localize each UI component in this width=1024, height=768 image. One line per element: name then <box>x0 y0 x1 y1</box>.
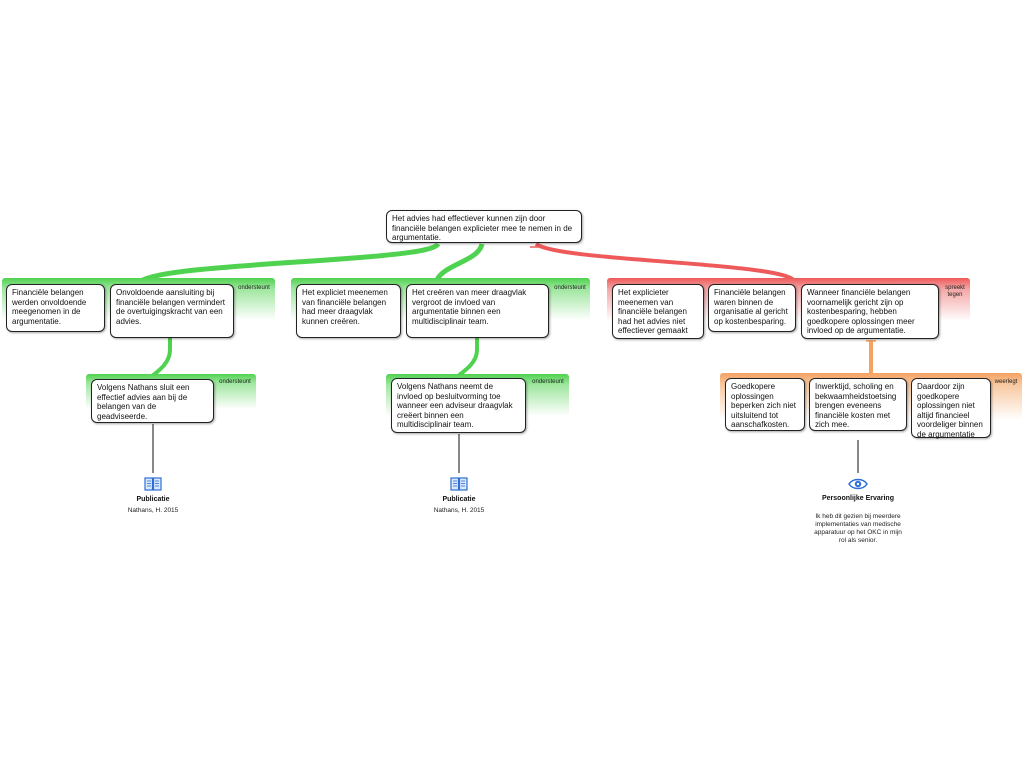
evidence-claim-1[interactable]: Volgens Nathans sluit een effectief advi… <box>91 379 214 423</box>
claim-2a[interactable]: Het expliciet meenemen van financiële be… <box>296 284 401 338</box>
source-3-text: Ik heb dit gezien bij meerdere implement… <box>814 513 902 544</box>
book-icon[interactable] <box>144 477 162 492</box>
rebuttal-3c-text: Daardoor zijn goedkopere oplossingen nie… <box>917 382 983 439</box>
claim-1a[interactable]: Financiële belangen werden onvoldoende m… <box>6 284 105 332</box>
rebuttal-3c[interactable]: Daardoor zijn goedkopere oplossingen nie… <box>911 378 991 439</box>
eye-icon[interactable] <box>848 477 868 491</box>
group-supports-1-tag: ondersteunt <box>238 285 270 291</box>
rebuttal-3b[interactable]: Inwerktijd, scholing en bekwaamheidstoet… <box>809 378 907 431</box>
rebuttal-3b-text: Inwerktijd, scholing en bekwaamheidstoet… <box>815 382 897 429</box>
source-3-title: Persoonlijke Ervaring <box>822 495 894 502</box>
group-supports-2-sub-tag: ondersteunt <box>532 379 564 385</box>
connector-root-group3 <box>534 242 797 284</box>
claim-2b-text: Het creëren van meer draagvlak vergroot … <box>412 288 527 326</box>
claim-3a-text: Het explicieter meenemen van financiële … <box>618 288 688 335</box>
rebuttal-3a-text: Goedkopere oplossingen beperken zich nie… <box>731 382 796 429</box>
evidence-claim-2-text: Volgens Nathans neemt de invloed op besl… <box>397 382 513 429</box>
claim-1b-text: Onvoldoende aansluiting bij financiële b… <box>116 288 225 326</box>
source-2-text: Nathans, H. 2015 <box>433 507 485 514</box>
root-claim-text: Het advies had effectiever kunnen zijn d… <box>392 214 573 242</box>
connector-root-group2 <box>433 243 485 284</box>
connector-group1-sub <box>150 337 172 378</box>
evidence-claim-2[interactable]: Volgens Nathans neemt de invloed op besl… <box>391 378 526 433</box>
book-icon[interactable] <box>450 477 468 492</box>
claim-3c-text: Wanneer financiële belangen voornamelijk… <box>807 288 915 335</box>
claim-1b[interactable]: Onvoldoende aansluiting bij financiële b… <box>110 284 234 338</box>
group-opposes-3-tag: spreekt tegen <box>945 285 965 298</box>
group-rebuts-3-sub-tag: weerlegt <box>994 379 1018 385</box>
evidence-claim-1-text: Volgens Nathans sluit een effectief advi… <box>97 383 190 421</box>
claim-2b[interactable]: Het creëren van meer draagvlak vergroot … <box>406 284 549 338</box>
claim-3b[interactable]: Financiële belangen waren binnen de orga… <box>708 284 796 332</box>
claim-2a-text: Het expliciet meenemen van financiële be… <box>302 288 388 326</box>
claim-3c[interactable]: Wanneer financiële belangen voornamelijk… <box>801 284 939 339</box>
connector-root-group1 <box>138 242 441 285</box>
source-2-title: Publicatie <box>442 496 476 503</box>
group-supports-2-tag: ondersteunt <box>554 285 586 291</box>
connector-group2-sub <box>456 337 479 378</box>
claim-3b-text: Financiële belangen waren binnen de orga… <box>714 288 788 326</box>
claim-1a-text: Financiële belangen werden onvoldoende m… <box>12 288 87 326</box>
source-1-text: Nathans, H. 2015 <box>127 507 179 514</box>
group-supports-1-sub-tag: ondersteunt <box>219 379 251 385</box>
root-claim[interactable]: Het advies had effectiever kunnen zijn d… <box>386 210 582 243</box>
rebuttal-3a[interactable]: Goedkopere oplossingen beperken zich nie… <box>725 378 805 431</box>
claim-3a[interactable]: Het explicieter meenemen van financiële … <box>612 284 704 339</box>
source-1-title: Publicatie <box>136 496 170 503</box>
